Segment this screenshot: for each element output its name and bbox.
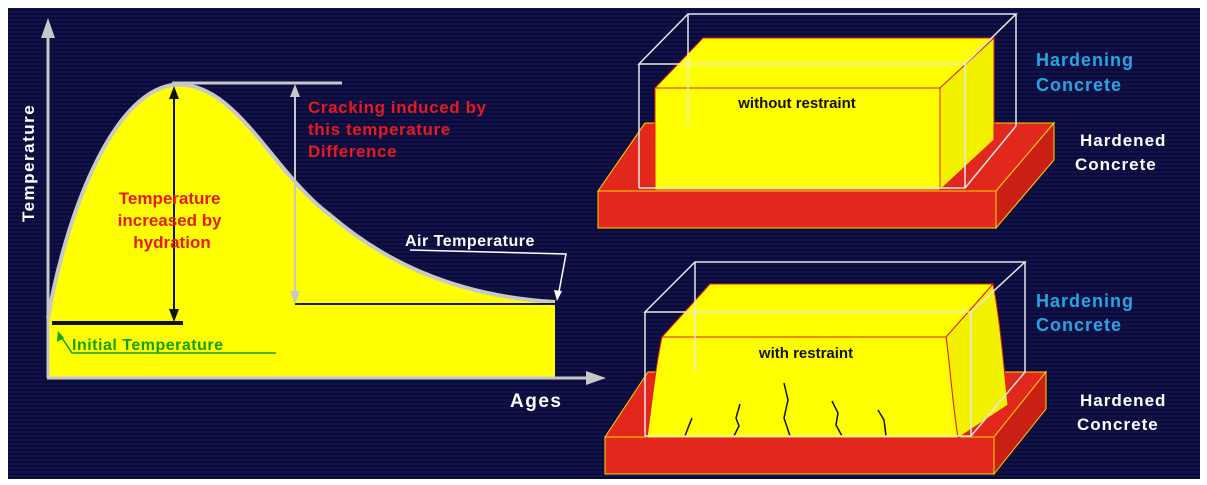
x-axis-arrowhead xyxy=(586,371,606,385)
bottom-base-side-face xyxy=(993,370,1047,476)
diagram-background xyxy=(8,8,1200,479)
cracking-label-line-3: Difference xyxy=(308,142,397,161)
bottom-inner-label: with restraint xyxy=(758,345,853,362)
bottom-hardened-label: Hardened Concrete xyxy=(1077,391,1172,434)
cracking-label-line-2: this temperature xyxy=(308,120,451,139)
bottom-base-front-face xyxy=(604,436,995,475)
hydration-label: Temperature increased by hydration xyxy=(118,189,227,252)
temperature-graph: Temperature Ages Temperature increased b… xyxy=(19,18,606,412)
crack-4 xyxy=(831,400,843,437)
crack-3 xyxy=(783,382,791,437)
air-temperature-pointer xyxy=(409,249,567,298)
air-temperature-label: Air Temperature xyxy=(405,233,535,250)
top-restraint-wireframe xyxy=(637,13,1018,189)
initial-temperature-pointer xyxy=(59,334,276,354)
hydration-label-line-2: increased by xyxy=(118,211,222,230)
top-hardening-label: Hardening Concrete xyxy=(1036,50,1140,95)
initial-temperature-pointer-head xyxy=(57,331,64,342)
cracks xyxy=(684,382,887,437)
hydration-arrowhead-bottom xyxy=(169,309,179,322)
y-axis-arrowhead xyxy=(41,18,55,38)
bottom-hardened-label-line-2: Concrete xyxy=(1077,415,1159,434)
slab-without-restraint: without restraint Hardening Concrete Har… xyxy=(597,13,1172,230)
top-hardened-label: Hardened Concrete xyxy=(1075,131,1172,174)
cracking-label-line-1: Cracking induced by xyxy=(308,98,487,117)
difference-arrowhead-bottom xyxy=(290,291,300,304)
bottom-hardening-label: Hardening Concrete xyxy=(1036,291,1140,335)
temperature-curve-area xyxy=(48,84,555,377)
top-hardening-label-line-1: Hardening xyxy=(1036,50,1134,70)
crack-2 xyxy=(733,403,741,437)
difference-arrowhead-top xyxy=(290,84,300,97)
initial-temperature-label: Initial Temperature xyxy=(72,337,223,354)
top-block-side-face xyxy=(939,36,995,192)
top-hardened-label-line-2: Concrete xyxy=(1075,155,1157,174)
top-block-top-face xyxy=(653,37,996,89)
bottom-block-top-face xyxy=(660,283,995,338)
crack-5 xyxy=(877,409,887,437)
top-inner-label: without restraint xyxy=(737,95,856,112)
bottom-hardened-label-line-1: Hardened xyxy=(1080,391,1166,410)
x-axis-label: Ages xyxy=(510,391,562,412)
top-hardening-label-line-2: Concrete xyxy=(1036,75,1122,95)
top-base-front-face xyxy=(597,190,997,229)
bottom-hardening-label-line-2: Concrete xyxy=(1036,315,1122,335)
y-axis-label: Temperature xyxy=(19,104,38,222)
top-hardened-label-line-1: Hardened xyxy=(1080,131,1166,150)
slab-with-restraint: with restraint Hardening Concrete Harden… xyxy=(604,261,1172,476)
cracking-label: Cracking induced by this temperature Dif… xyxy=(308,98,492,161)
temperature-curve xyxy=(46,82,556,319)
bottom-hardening-label-line-1: Hardening xyxy=(1036,291,1134,311)
air-temperature-pointer-head xyxy=(554,290,562,301)
top-base-side-face xyxy=(995,121,1055,230)
bottom-restraint-wireframe xyxy=(643,261,1027,437)
hydration-label-line-1: Temperature xyxy=(119,189,221,208)
hydration-label-line-3: hydration xyxy=(133,233,210,252)
hydration-arrowhead-top xyxy=(169,86,179,99)
crack-1 xyxy=(684,417,693,437)
